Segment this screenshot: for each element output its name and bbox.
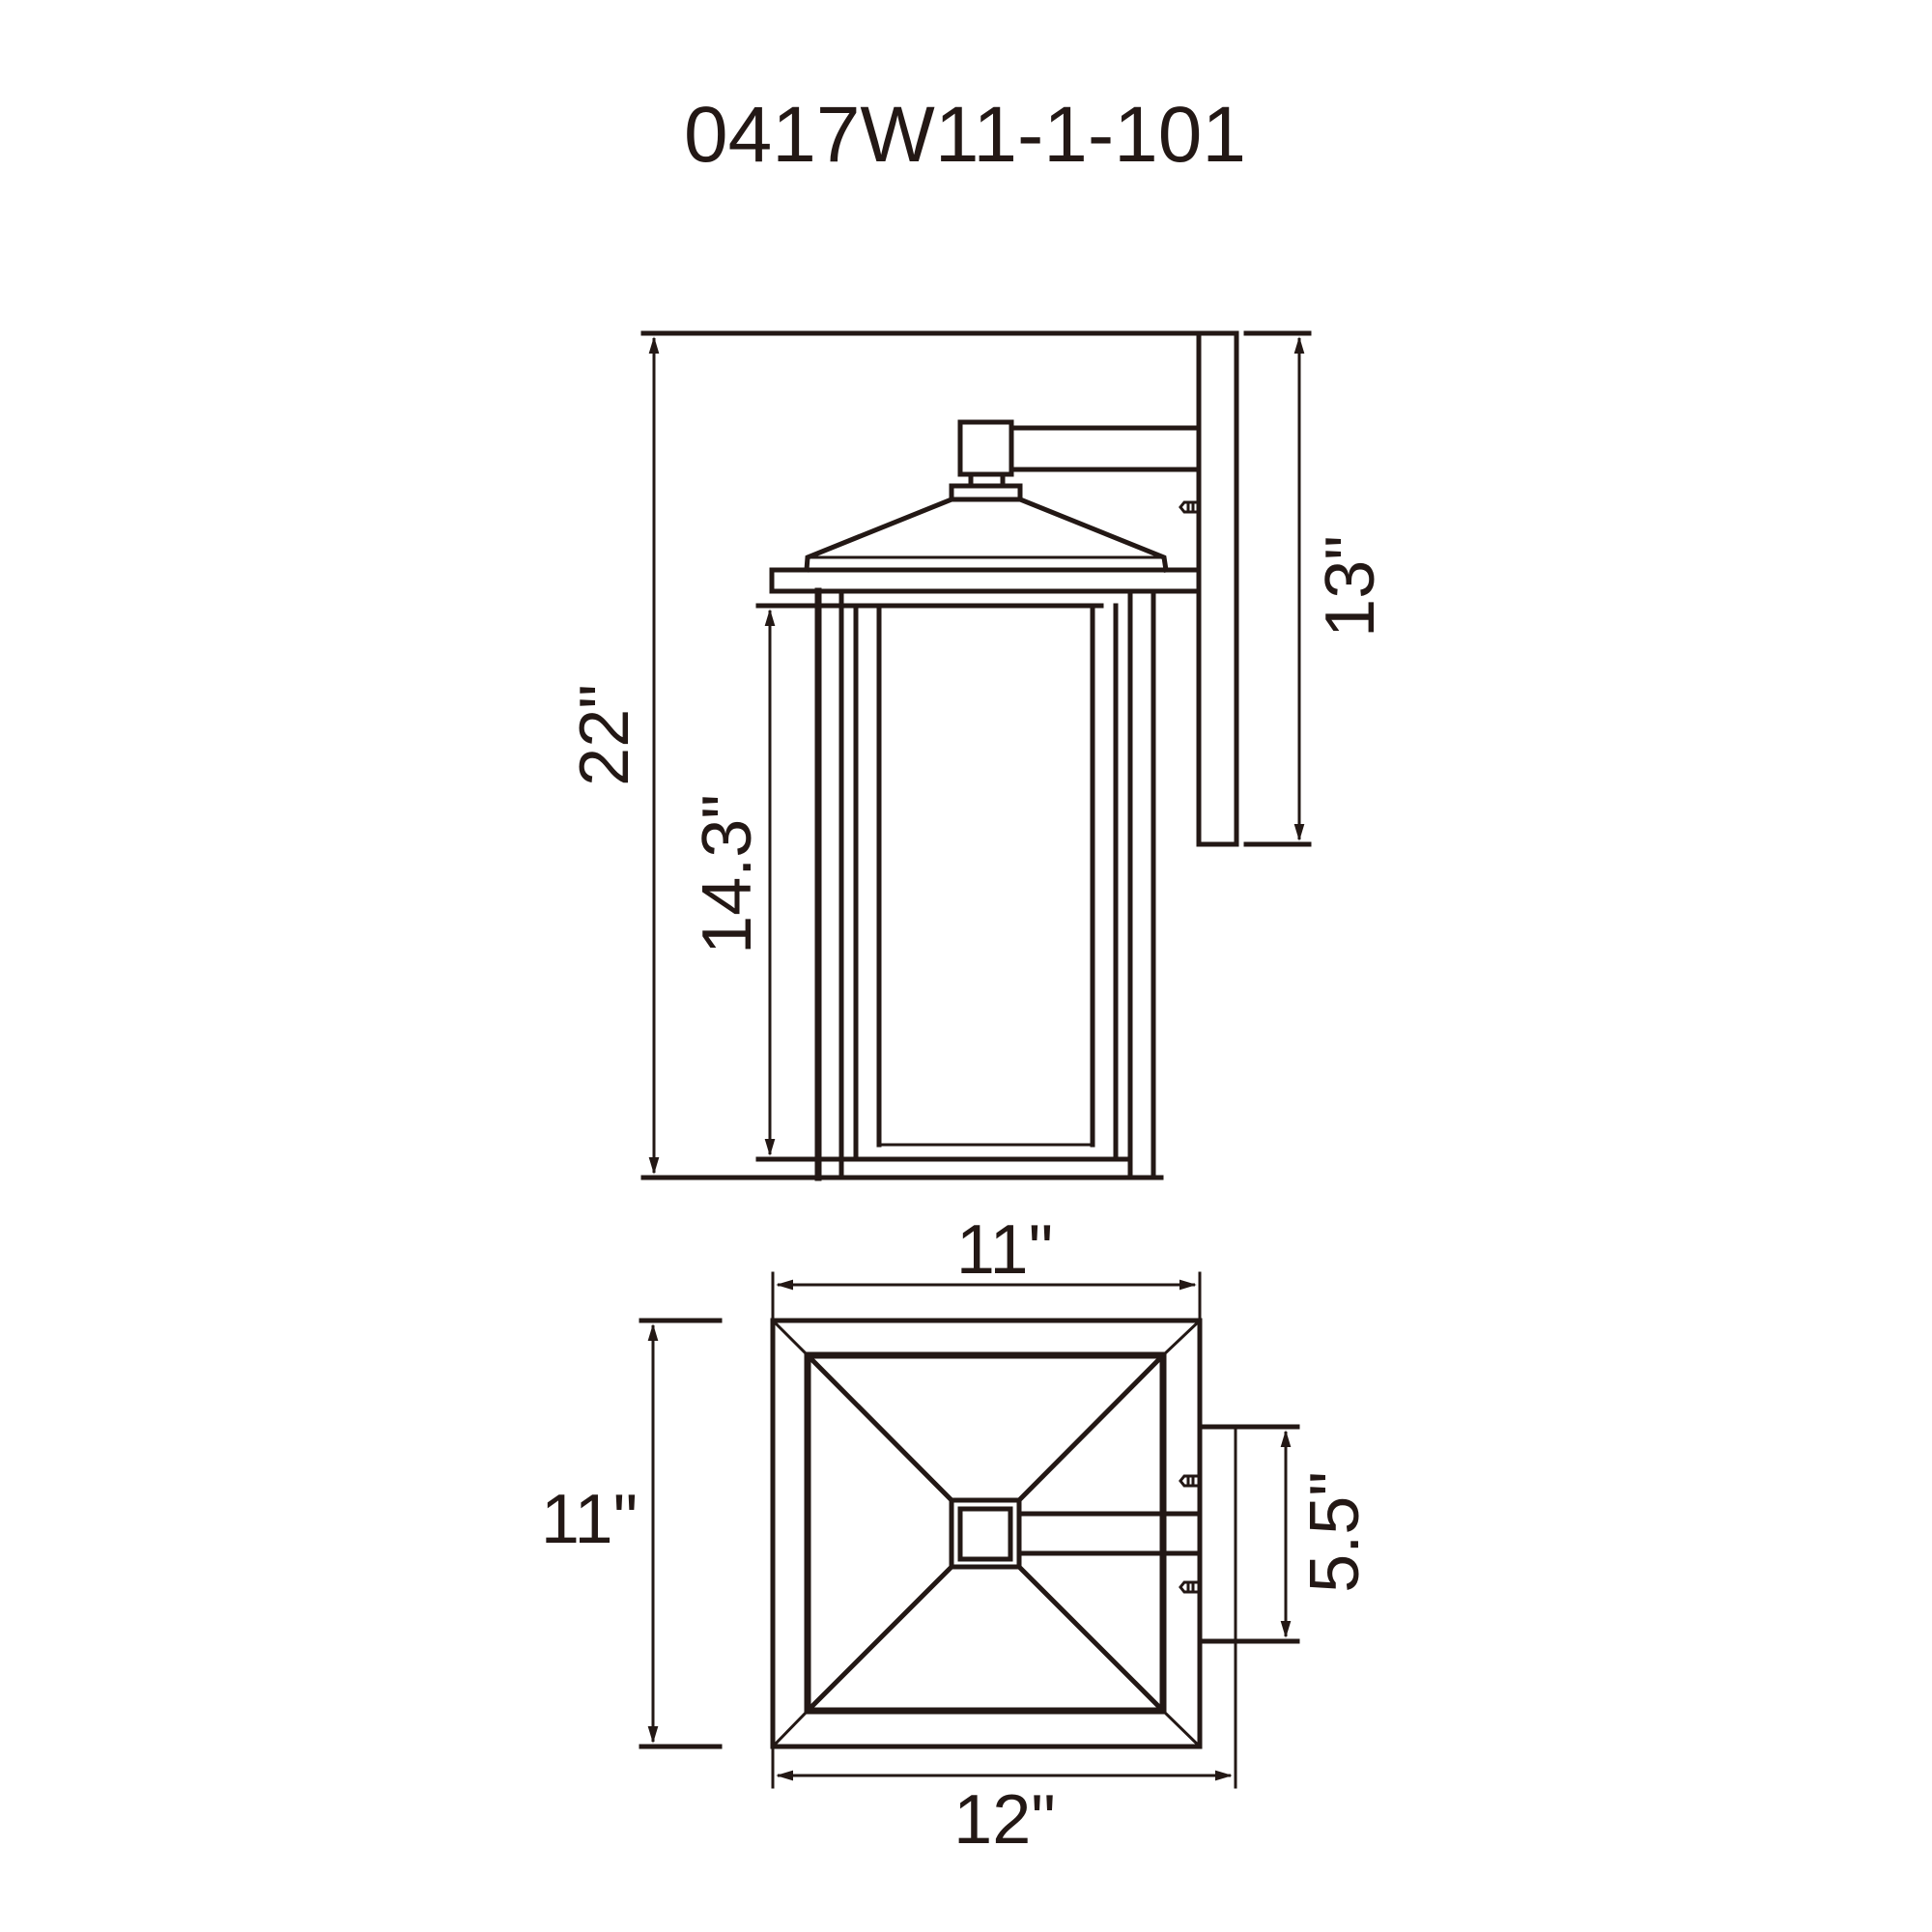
- glass-height-label: 14.3": [689, 794, 766, 954]
- roof-cap-plate: [949, 483, 1023, 502]
- bevel-tr: [1160, 1318, 1203, 1358]
- hip-tl: [804, 1351, 955, 1504]
- bevel-tl: [770, 1318, 810, 1358]
- model-number-title: 0417W11-1-101: [684, 91, 1246, 179]
- canopy-inner-square: [804, 1351, 1167, 1715]
- depth-label: 11": [541, 1481, 638, 1558]
- width-label: 11": [956, 1211, 1053, 1289]
- mount-screw-icon: [1179, 1474, 1200, 1488]
- bevel-br: [1160, 1708, 1203, 1749]
- backplate-width-label: 5.5": [1296, 1471, 1374, 1593]
- mount-screw-icon: [1179, 1580, 1200, 1594]
- hip-br: [1015, 1563, 1167, 1715]
- roof-right: [1016, 496, 1169, 573]
- overall-height-label: 22": [566, 684, 643, 786]
- roof: [804, 496, 955, 573]
- center-cap-inner: [957, 1506, 1013, 1562]
- hip-tr: [1015, 1351, 1167, 1504]
- bevel-bl: [770, 1708, 810, 1749]
- backplate-height-label: 13": [1312, 535, 1389, 638]
- hip-bl: [804, 1563, 955, 1715]
- top-view: 11" 11" 5.5": [541, 1211, 1374, 1859]
- center-cap-outer: [949, 1497, 1022, 1570]
- backplate-side: [1196, 330, 1239, 847]
- arm-knuckle: [957, 419, 1014, 477]
- mount-screw-icon: [1179, 500, 1200, 514]
- canopy-plate: [769, 567, 1202, 594]
- extension-label: 12": [953, 1781, 1056, 1859]
- side-view: 22" 14.3" 13": [566, 330, 1389, 1181]
